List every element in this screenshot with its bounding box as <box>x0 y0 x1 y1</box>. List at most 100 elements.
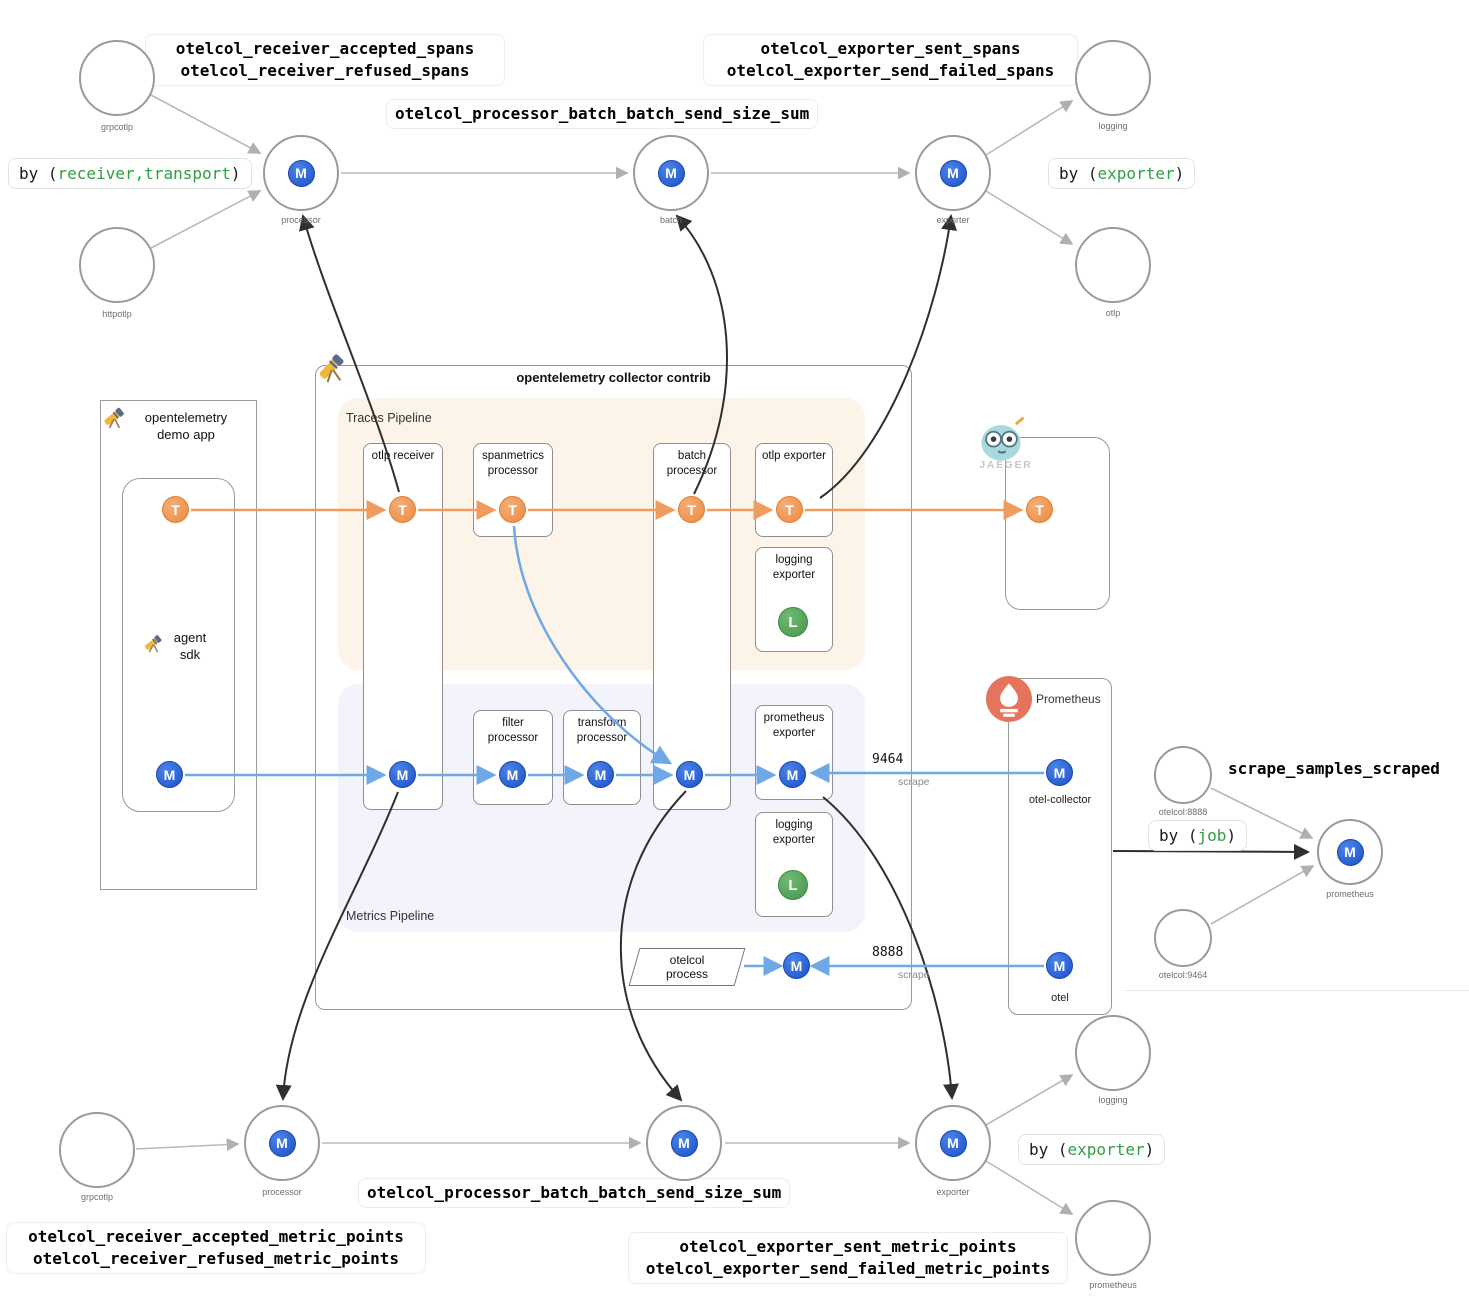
metric-badge: M <box>1336 838 1364 866</box>
node-prometheus-bottom <box>1075 1200 1151 1276</box>
traces-pipeline-label: Traces Pipeline <box>346 411 432 425</box>
label-line: otelcol_exporter_send_failed_metric_poin… <box>645 1259 1051 1278</box>
scrape-label: scrape <box>898 776 930 788</box>
node-label-otlp: otlp <box>1105 308 1121 318</box>
node-label-grpcotlp: grpcotlp <box>100 122 134 132</box>
group-by-exporter-bottom: by (exporter) <box>1018 1134 1166 1165</box>
node-label-logging-bottom: logging <box>1098 1095 1128 1105</box>
component-label: logging exporter <box>772 819 816 846</box>
metric-badge: M <box>670 1129 698 1157</box>
trace-badge: T <box>1026 496 1053 523</box>
otelcol-process-shape: otelcol process <box>628 948 746 986</box>
node-batch: M <box>633 135 709 211</box>
otel-label: otel <box>1051 992 1069 1004</box>
metric-badge: M <box>1046 952 1073 979</box>
group-by-job: by (job) <box>1148 820 1248 851</box>
metric-badge: M <box>939 159 967 187</box>
by-prefix: by ( <box>1059 164 1098 183</box>
agent-sdk-box <box>122 478 235 812</box>
telescope-icon <box>102 404 128 435</box>
divider-line <box>1125 990 1469 991</box>
agent-sdk-line1: agent <box>173 630 207 645</box>
port-9464: 9464 <box>872 752 904 767</box>
node-label-exporter-bottom: exporter <box>936 1187 970 1197</box>
otel-collector-label: otel-collector <box>1028 794 1092 806</box>
label-scrape-samples: scrape_samples_scraped <box>1228 759 1440 778</box>
group-by-exporter-top: by (exporter) <box>1048 158 1196 189</box>
metric-badge: M <box>389 761 416 788</box>
node-label-otelcol-9464: otelcol:9464 <box>1158 970 1208 980</box>
trace-badge: T <box>499 496 526 523</box>
node-batch-bottom: M <box>646 1105 722 1181</box>
metric-badge: M <box>939 1129 967 1157</box>
label-line: otelcol_receiver_accepted_metric_points <box>28 1227 404 1246</box>
metrics-pipeline-label: Metrics Pipeline <box>346 909 435 923</box>
metric-badge: M <box>1046 759 1073 786</box>
node-grpcotlp <box>79 40 155 116</box>
component-transform-processor: transform processor <box>563 710 641 805</box>
trace-badge: T <box>776 496 803 523</box>
by-highlight: exporter <box>1097 164 1175 183</box>
demo-app-title: opentelemetry demo app <box>128 409 244 443</box>
telescope-icon <box>143 632 165 659</box>
label-line: otelcol_receiver_refused_metric_points <box>32 1249 400 1268</box>
component-label: otlp receiver <box>371 450 435 462</box>
arrow-httpotlp-to-processor <box>150 190 262 249</box>
by-suffix: ) <box>230 164 241 183</box>
jaeger-logo-icon <box>973 413 1029 474</box>
otelcol-process-line1: otelcol <box>669 953 705 967</box>
prometheus-logo-icon <box>986 676 1032 727</box>
node-label-exporter: exporter <box>936 215 970 225</box>
metric-badge: M <box>676 761 703 788</box>
component-label: logging exporter <box>772 554 816 581</box>
node-otelcol-8888 <box>1154 746 1212 804</box>
prometheus-title: Prometheus <box>1036 692 1101 706</box>
label-exporter-spans: otelcol_exporter_sent_spans otelcol_expo… <box>703 34 1078 86</box>
component-logging-exporter-metrics: logging exporter <box>755 812 833 917</box>
label-line: otelcol_exporter_sent_spans <box>760 39 1021 58</box>
node-label-prometheus-bottom: prometheus <box>1089 1280 1137 1290</box>
arrow-exporter-to-logging-bottom <box>985 1074 1074 1126</box>
component-label: filter processor <box>487 717 539 744</box>
agent-sdk-title: agent sdk <box>168 629 212 663</box>
metric-badge: M <box>287 159 315 187</box>
node-httpotlp <box>79 227 155 303</box>
group-by-receiver-transport: by (receiver,transport) <box>8 158 252 189</box>
label-line: otelcol_receiver_accepted_spans <box>175 39 475 58</box>
arrow-otelcol9464-to-prometheus-node <box>1210 865 1315 925</box>
collector-title: opentelemetry collector contrib <box>516 370 711 385</box>
node-prometheus-right: M <box>1317 819 1383 885</box>
arrow-grpcotlp-to-processor-bottom <box>135 1138 240 1151</box>
metric-badge: M <box>268 1129 296 1157</box>
otelcol-process-line2: process <box>665 967 709 981</box>
scrape-label: scrape <box>898 969 930 981</box>
port-8888: 8888 <box>872 945 904 960</box>
component-label: prometheus exporter <box>763 712 825 739</box>
node-label-grpcotlp-bottom: grpcotlp <box>80 1192 114 1202</box>
component-label: spanmetrics processor <box>482 450 544 477</box>
label-receiver-metric-points: otelcol_receiver_accepted_metric_points … <box>6 1222 426 1274</box>
demo-app-title-line1: opentelemetry <box>144 410 228 425</box>
label-exporter-metric-points: otelcol_exporter_sent_metric_points otel… <box>628 1232 1068 1284</box>
label-receiver-spans: otelcol_receiver_accepted_spans otelcol_… <box>145 34 505 86</box>
demo-app-title-line2: demo app <box>157 427 215 442</box>
component-filter-processor: filter processor <box>473 710 553 805</box>
by-prefix: by ( <box>1159 826 1198 845</box>
trace-badge: T <box>389 496 416 523</box>
node-label-otelcol-8888: otelcol:8888 <box>1158 807 1208 817</box>
agent-sdk-line2: sdk <box>179 647 201 662</box>
jaeger-name: JAEGER <box>979 460 1033 471</box>
node-logging-bottom <box>1075 1015 1151 1091</box>
metric-badge: M <box>587 761 614 788</box>
by-highlight: exporter <box>1067 1140 1145 1159</box>
label-line: otelcol_receiver_refused_spans <box>180 61 470 80</box>
node-otelcol-9464 <box>1154 909 1212 967</box>
by-suffix: ) <box>1174 164 1185 183</box>
label-line: otelcol_exporter_send_failed_spans <box>726 61 1055 80</box>
component-label: transform processor <box>576 717 628 744</box>
trace-badge: T <box>162 496 189 523</box>
node-exporter: M <box>915 135 991 211</box>
by-highlight: job <box>1197 826 1227 845</box>
component-label: otlp exporter <box>762 450 826 462</box>
